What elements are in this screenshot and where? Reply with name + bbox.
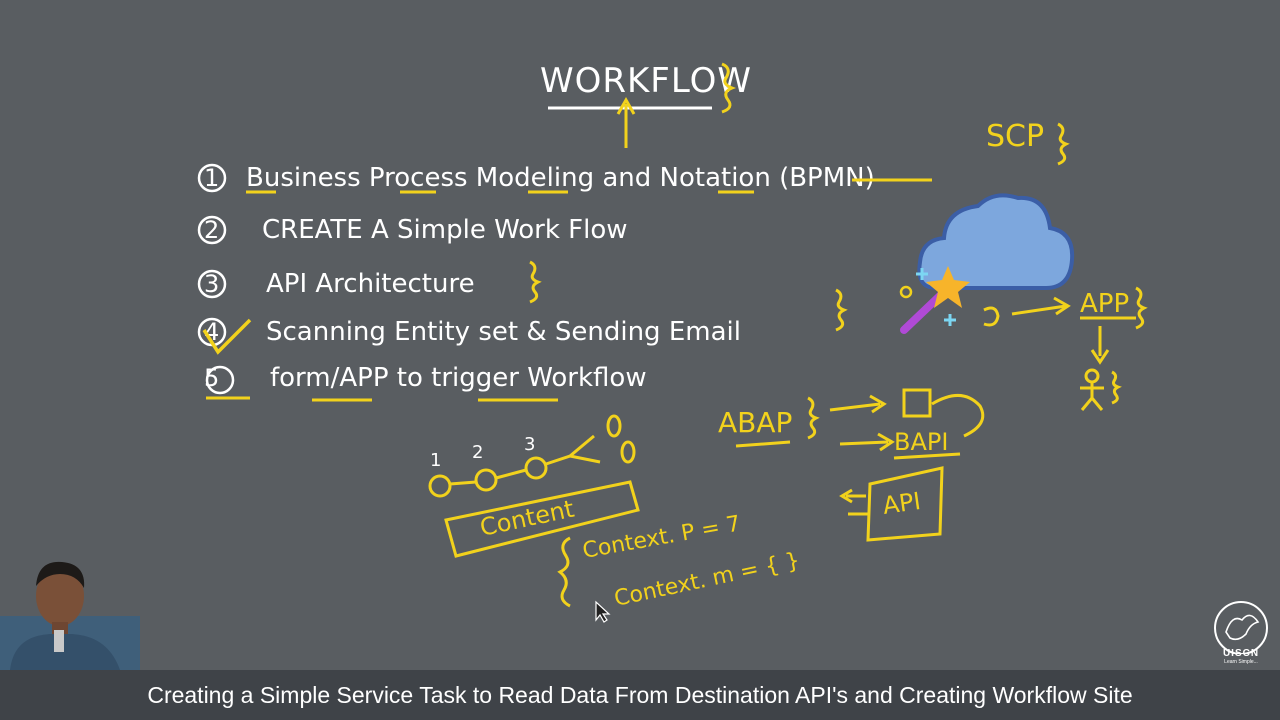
list-item-3: 3 API Architecture	[197, 260, 542, 304]
logo-emblem-icon	[1214, 601, 1268, 654]
app-label: APP	[1080, 289, 1129, 319]
logo-text: UISCN	[1222, 648, 1260, 659]
user-icon	[1080, 368, 1122, 411]
context-m-label: Context. m = { }	[612, 548, 802, 612]
check-icon	[202, 318, 252, 355]
caption-text: Creating a Simple Service Task to Read D…	[147, 681, 1133, 708]
bapi-label: BAPI	[894, 428, 948, 456]
list-text: API Architecture	[266, 269, 475, 299]
list-item-1: 1 Business Process Modeling and Notation…	[197, 163, 932, 194]
step-number: 3	[524, 434, 535, 455]
list-text: CREATE A Simple Work Flow	[262, 215, 628, 245]
board-title: WORKFLOW	[540, 61, 752, 101]
database-icon	[902, 388, 932, 418]
list-number: 3	[204, 270, 219, 298]
list-text: Scanning Entity set & Sending Email	[266, 317, 741, 347]
step-number: 1	[430, 450, 441, 471]
list-text: form/APP to trigger Workflow	[270, 363, 647, 393]
context-box-label: Content	[477, 495, 576, 542]
list-number: 1	[204, 164, 219, 192]
abap-diagram: ABAP BAPI API	[718, 388, 985, 542]
magic-wand-icon	[899, 266, 970, 334]
title-brace	[721, 62, 737, 114]
list-item-4: 4 Scanning Entity set & Sending Email	[197, 288, 848, 355]
scp-label: SCP	[986, 119, 1044, 154]
step-number: 2	[472, 442, 483, 463]
logo-tagline: Learn Simple...	[1224, 659, 1258, 665]
uiscn-logo: UISCN Learn Simple...	[1206, 598, 1276, 668]
list-item-2: 2 CREATE A Simple Work Flow	[197, 215, 628, 245]
api-box-label: API	[881, 487, 922, 520]
list-text: Business Process Modeling and Notation (…	[246, 163, 875, 193]
caption-bar: Creating a Simple Service Task to Read D…	[0, 670, 1280, 720]
cloud-icon	[917, 193, 1075, 290]
cursor-icon	[595, 600, 611, 623]
list-item-5: 5 form/APP to trigger Workflow	[204, 363, 647, 402]
presenter-video	[0, 561, 140, 670]
abap-label: ABAP	[718, 406, 792, 439]
list-number: 2	[204, 216, 219, 244]
